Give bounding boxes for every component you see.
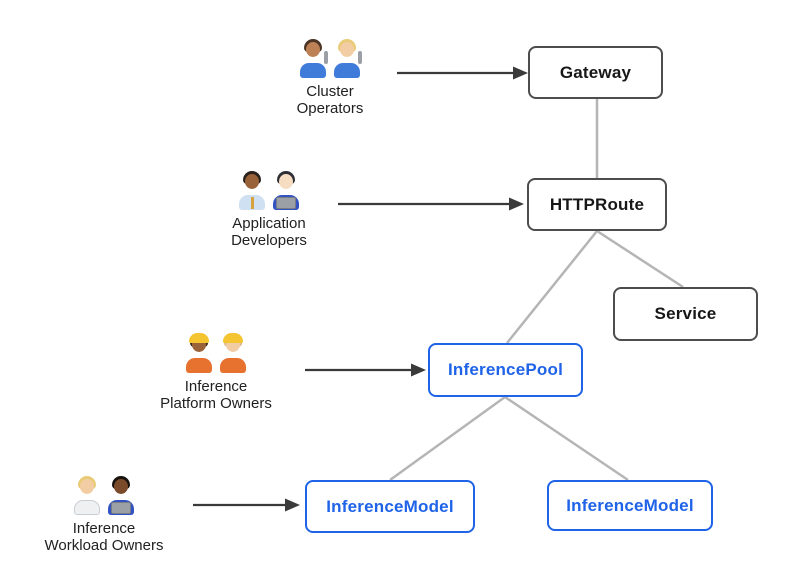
node-httproute: HTTPRoute [527, 178, 667, 231]
woman-mechanic-emoji [333, 38, 362, 78]
edge-httproute-inferencepool [506, 230, 598, 344]
node-inferencepool: InferencePool [428, 343, 583, 397]
woman-technologist-emoji [272, 170, 300, 210]
arrow-workload-owners-inferencemodel [193, 498, 300, 512]
node-gateway-label: Gateway [559, 62, 632, 82]
actor-inference-platform-owners-label: Inference Platform Owners [160, 378, 272, 412]
health-worker-emoji [73, 475, 101, 515]
actor-inference-platform-owners-icons [185, 331, 247, 373]
actor-cluster-operators-label: Cluster Operators [296, 83, 364, 117]
node-inferencemodel-right: InferenceModel [547, 480, 713, 531]
actor-inference-workload-owners-label: Inference Workload Owners [44, 520, 164, 554]
node-inferencepool-label: InferencePool [447, 360, 564, 379]
node-inferencemodel-right-label: InferenceModel [566, 495, 694, 515]
node-inferencemodel-left: InferenceModel [305, 480, 475, 533]
edge-inferencepool-inferencemodel-left [389, 395, 506, 482]
node-gateway: Gateway [528, 46, 663, 99]
arrow-platform-owners-inferencepool [305, 363, 426, 377]
arrowhead-icon [509, 197, 524, 211]
hard-hat-icon [223, 333, 243, 343]
laptop-icon [276, 197, 296, 209]
laptop-icon [111, 502, 131, 514]
man-technologist-emoji [107, 475, 135, 515]
wrench-icon [324, 51, 328, 64]
arrowhead-icon [513, 66, 528, 80]
actor-inference-workload-owners: Inference Workload Owners [34, 473, 174, 554]
actor-application-developers-icons [238, 168, 300, 210]
node-service: Service [613, 287, 758, 341]
arrow-cluster-operators-gateway [397, 66, 528, 80]
actor-cluster-operators-icons [299, 36, 362, 78]
man-office-worker-emoji [238, 170, 266, 210]
hard-hat-icon [189, 333, 209, 343]
actor-cluster-operators: Cluster Operators [270, 36, 390, 117]
edge-httproute-service [596, 229, 684, 289]
actor-application-developers-label: Application Developers [231, 215, 307, 249]
woman-construction-worker-emoji [185, 333, 213, 373]
arrow-application-developers-httproute [338, 197, 524, 211]
node-service-label: Service [654, 304, 717, 323]
node-httproute-label: HTTPRoute [549, 194, 645, 214]
actor-application-developers: Application Developers [209, 168, 329, 249]
tie-icon [250, 197, 254, 209]
man-construction-worker-emoji [219, 333, 247, 373]
actor-inference-workload-owners-icons [73, 473, 135, 515]
arrowhead-icon [411, 363, 426, 377]
node-inferencemodel-left-label: InferenceModel [326, 496, 454, 516]
man-mechanic-emoji [299, 38, 328, 78]
actor-inference-platform-owners: Inference Platform Owners [156, 331, 276, 412]
arrowhead-icon [285, 498, 300, 512]
wrench-icon [358, 51, 362, 64]
edge-inferencepool-inferencemodel-right [504, 395, 629, 482]
